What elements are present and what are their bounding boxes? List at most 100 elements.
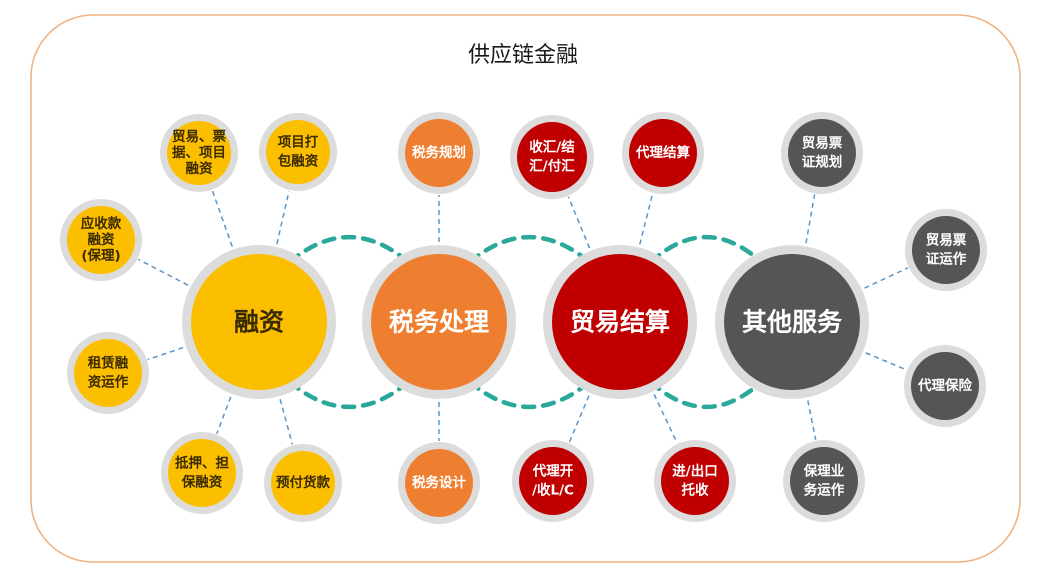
node-label-line: 融资	[186, 160, 213, 177]
node-label: 贸易、票据、项目融资	[172, 128, 226, 177]
node-label-line: 代理结算	[635, 144, 690, 161]
connector-lines	[137, 190, 909, 445]
node-label: 税务设计	[412, 474, 466, 491]
connector-arc-bottom	[287, 379, 411, 410]
connector-arcs	[287, 234, 764, 410]
connector-line	[864, 267, 909, 289]
connector-line	[865, 352, 907, 371]
node-label-line: 贸易票	[802, 135, 843, 152]
satellite-node: 贸易票证规划	[781, 112, 863, 194]
node-label-line: 预付货款	[276, 474, 330, 491]
satellite-circle	[405, 449, 473, 517]
satellite-circle	[517, 122, 587, 192]
satellite-circle	[788, 119, 856, 187]
node-label: 贸易票证规划	[802, 135, 843, 171]
node-label-line: 税务设计	[412, 474, 466, 491]
connector-line	[807, 400, 817, 440]
connector-line	[147, 346, 184, 361]
hub-circle	[552, 254, 688, 390]
satellite-circle	[168, 439, 236, 507]
hub-node-settlement: 贸易结算	[543, 245, 697, 399]
node-label-line: (保理)	[81, 247, 120, 264]
connector-arc-top	[467, 234, 592, 265]
node-label: 项目打包融资	[278, 134, 319, 170]
satellite-node: 税务设计	[398, 442, 480, 524]
hub-circle	[724, 254, 860, 390]
node-label-line: 抵押、担	[175, 455, 229, 472]
node-label: 抵押、担保融资	[175, 455, 229, 491]
connector-line	[211, 190, 233, 247]
node-label-line: 应收款	[81, 215, 122, 232]
node-label-line: 收汇/结	[529, 139, 574, 156]
connector-arc-top	[648, 234, 764, 265]
hub-circle	[191, 254, 327, 390]
node-label-line: 保融资	[181, 474, 223, 491]
satellite-circle	[405, 119, 473, 187]
node-label: 保理业务运作	[803, 463, 845, 499]
node-label: 预付货款	[276, 474, 330, 491]
satellite-node: 贸易、票据、项目融资	[160, 114, 238, 192]
satellite-node: 项目打包融资	[259, 113, 337, 191]
connector-line	[137, 258, 189, 286]
node-label-line: 证规划	[802, 154, 843, 171]
hub-node-financing: 融资	[182, 245, 336, 399]
satellite-node: 代理保险	[904, 345, 986, 427]
satellite-circle	[790, 447, 858, 515]
satellite-node: 收汇/结汇/付汇	[510, 115, 594, 199]
hub-circle	[371, 254, 507, 390]
node-label-line: 代理保险	[917, 377, 972, 394]
node-label-line: /收L/C	[532, 482, 574, 499]
node-label-line: 代理开	[532, 463, 574, 480]
satellite-node: 税务规划	[398, 112, 480, 194]
connector-arc-top	[287, 234, 411, 265]
hub-label: 其他服务	[742, 308, 842, 337]
node-label-line: 包融资	[278, 153, 319, 170]
satellite-circle	[519, 447, 587, 515]
hub-label: 贸易结算	[570, 308, 670, 337]
node-label: 收汇/结汇/付汇	[529, 139, 575, 175]
hub-label: 融资	[234, 308, 284, 337]
hub-node-tax: 税务处理	[362, 245, 516, 399]
node-label-line: 据、项目	[172, 144, 226, 161]
satellite-circle	[912, 216, 980, 284]
node-label-line: 贸易、票	[172, 128, 226, 145]
node-label-line: 务运作	[804, 482, 845, 499]
node-label-line: 保理业	[803, 463, 845, 480]
node-label-line: 托收	[682, 482, 710, 499]
node-label-line: 租赁融	[88, 355, 129, 372]
satellite-node: 应收款融资(保理)	[60, 199, 142, 281]
node-label-line: 进/出口	[672, 463, 717, 480]
satellite-node: 代理开/收L/C	[512, 440, 594, 522]
satellite-node: 进/出口托收	[654, 440, 736, 522]
satellite-node: 租赁融资运作	[67, 332, 149, 414]
node-label: 进/出口托收	[672, 463, 717, 499]
node-label-line: 贸易票	[926, 232, 967, 249]
connector-line	[279, 398, 294, 445]
diagram-title: 供应链金融	[468, 43, 578, 68]
node-label: 代理保险	[917, 377, 972, 394]
connector-line	[276, 190, 290, 245]
satellite-circle	[271, 451, 335, 515]
satellite-circle	[629, 119, 697, 187]
connector-arc-bottom	[467, 379, 592, 410]
node-label: 贸易票证运作	[926, 232, 967, 268]
node-label: 应收款融资(保理)	[81, 215, 122, 264]
node-label-line: 项目打	[278, 134, 319, 151]
satellite-node: 代理结算	[622, 112, 704, 194]
node-label-line: 汇/付汇	[529, 158, 575, 175]
connector-line	[216, 396, 232, 434]
satellite-circle	[266, 120, 330, 184]
node-label: 代理开/收L/C	[532, 463, 574, 499]
hub-label: 税务处理	[389, 308, 489, 337]
satellite-circle	[661, 447, 729, 515]
hub-node-other: 其他服务	[715, 245, 869, 399]
connector-arc-bottom	[648, 379, 764, 410]
node-label: 税务规划	[412, 144, 466, 161]
satellite-circle	[911, 352, 979, 420]
satellite-node: 预付货款	[264, 444, 342, 522]
connector-line	[567, 196, 591, 249]
nodes: 融资贸易、票据、项目融资项目打包融资应收款融资(保理)租赁融资运作抵押、担保融资…	[60, 112, 987, 524]
node-label: 租赁融资运作	[88, 355, 129, 391]
satellite-node: 贸易票证运作	[905, 209, 987, 291]
